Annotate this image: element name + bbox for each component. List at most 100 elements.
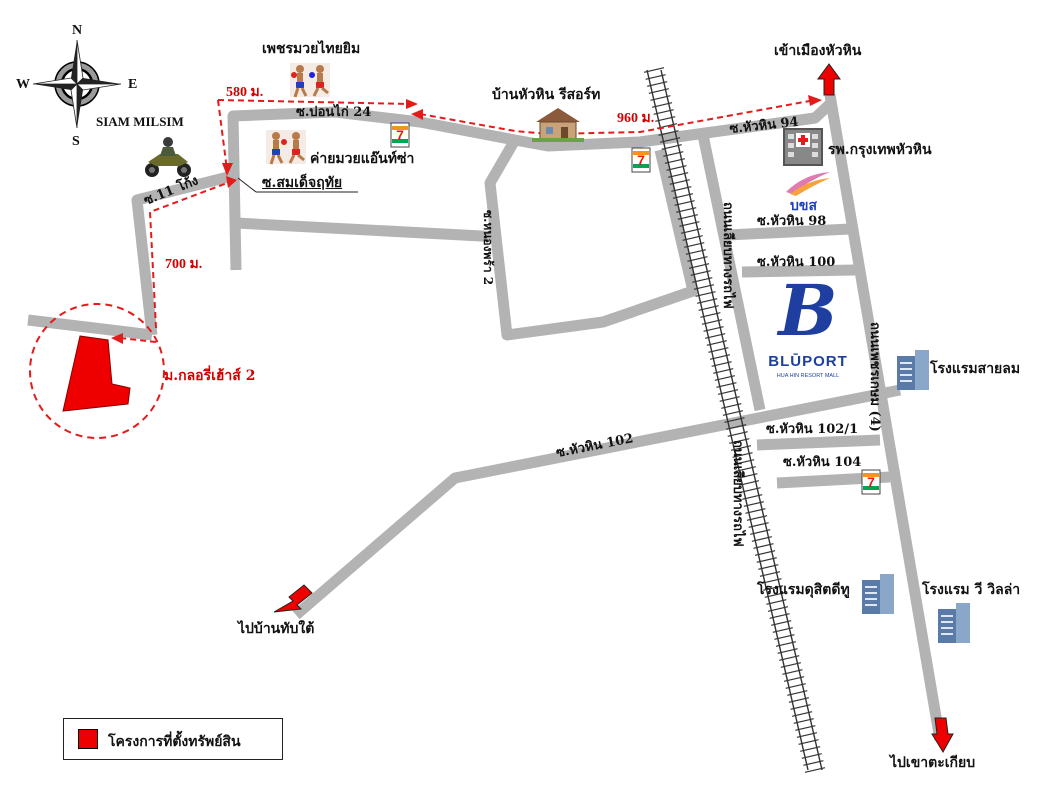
railway-tie	[745, 508, 766, 514]
compass-s: S	[72, 134, 80, 149]
railway-tie	[779, 655, 800, 661]
railway-tie	[701, 319, 723, 325]
label-soi-huahin-102: ซ.หัวหิน 102	[555, 431, 635, 461]
label-hospital: รพ.กรุงเทพหัวหิน	[828, 142, 932, 158]
railway-tie	[717, 389, 739, 395]
label-hotel-v-villa: โรงแรม วี วิลล่า	[922, 582, 1021, 598]
railway-tie	[742, 494, 763, 500]
railway-tie	[659, 137, 681, 143]
railway-tie	[682, 235, 703, 241]
road-huahin98	[727, 223, 851, 241]
label-resort: บ้านหัวหิน รีสอร์ท	[492, 87, 601, 103]
railway-tie	[795, 725, 816, 731]
railway-tie	[679, 221, 700, 227]
road-huahin100	[741, 264, 856, 278]
railway-tie	[751, 536, 773, 542]
railway-tie	[708, 347, 729, 353]
railway-tie	[680, 228, 702, 234]
railway-tie	[724, 417, 745, 423]
railway-tie	[774, 634, 795, 640]
railway-tie	[727, 431, 748, 437]
railway-tie	[672, 193, 694, 199]
railway-tie	[688, 263, 710, 269]
railway-ties	[643, 67, 826, 773]
arrow-to-ban-tap-tai	[273, 584, 313, 613]
label-soi-huahin-94: ซ.หัวหิน 94	[729, 115, 799, 137]
railway-tie	[780, 662, 801, 668]
project-plot	[62, 335, 131, 412]
railway-tie	[753, 543, 774, 549]
seven-eleven-icon-2: 7	[631, 147, 651, 173]
seven-eleven-icon-3: 7	[861, 469, 881, 495]
railway-tie	[763, 585, 784, 591]
road-nongphra-2	[484, 137, 699, 341]
railway-tie	[677, 214, 698, 220]
arrow-to-huahin	[817, 63, 841, 96]
railway-tie	[703, 326, 724, 332]
label-soi-huahin-100: ซ.หัวหิน 100	[757, 255, 836, 270]
railway-tie	[669, 179, 690, 185]
ansha-camp-icon	[266, 130, 306, 165]
compass-n: N	[72, 23, 83, 38]
label-hotel-dusit: โรงแรมดุสิตดีทู	[757, 582, 850, 598]
label-soi-huahin-98: ซ.หัวหิน 98	[757, 214, 827, 229]
label-soi-11-kong: ซ.11 โก้ง	[141, 172, 200, 209]
railway-tie	[729, 438, 750, 444]
railway-tie	[748, 522, 769, 528]
label-distance-700: 700 ม.	[165, 257, 203, 272]
railway-tie	[801, 753, 822, 759]
arrowhead-580m	[406, 99, 418, 109]
road-cross-connector	[235, 217, 501, 243]
railway-tie	[743, 501, 764, 507]
railway-tie	[769, 613, 790, 619]
railway-tie	[651, 102, 673, 108]
railway-tie	[721, 403, 742, 409]
railway-tie	[692, 277, 713, 283]
railway-tie	[661, 144, 682, 150]
railway-tie	[690, 270, 711, 276]
svg-text:7: 7	[637, 152, 645, 168]
label-distance-960: 960 ม.	[617, 111, 655, 126]
road-huahin102-1	[756, 434, 881, 451]
legend-project-label: โครงการที่ตั้งทรัพย์สิน	[108, 734, 241, 750]
label-siam-milsim: SIAM MILSIM	[96, 114, 184, 129]
railway-tie	[684, 242, 705, 248]
direction-arrows	[273, 63, 954, 753]
railway-tie	[734, 459, 755, 465]
label-hotel-sailom: โรงแรมสายลม	[930, 361, 1021, 377]
route-580m	[217, 99, 410, 105]
muay-thai-gym-icon	[290, 63, 330, 98]
label-distance-580: 580 ม.	[226, 85, 264, 100]
railway-tie	[746, 515, 768, 521]
railway-tie	[653, 109, 674, 115]
label-to-huahin: เข้าเมืองหัวหิน	[774, 43, 862, 59]
railway-tie	[791, 711, 813, 717]
arrowhead-down	[222, 163, 233, 176]
railway-tie	[666, 165, 687, 171]
railway	[646, 69, 823, 771]
railway-tie	[787, 690, 808, 696]
road-rail-side	[697, 133, 766, 412]
label-soi-huahin-104: ซ.หัวหิน 104	[783, 455, 862, 470]
label-to-khao-takiap: ไปเขาตะเกียบ	[890, 755, 976, 771]
label-soi-huahin-102-1: ซ.หัวหิน 102/1	[766, 422, 859, 437]
label-rail-road-left: ถนนเลียบทางรถไฟ	[720, 202, 737, 309]
svg-text:B: B	[776, 269, 837, 352]
railway-tie	[722, 410, 744, 416]
hotel-dusit-icon	[862, 574, 894, 614]
railway-tie	[767, 606, 789, 612]
railway-tie	[664, 158, 686, 164]
hotel-v-villa-icon	[938, 603, 970, 643]
railway-tie	[674, 200, 695, 206]
resort-house-icon	[532, 108, 584, 142]
compass-rose	[32, 39, 122, 129]
seven-eleven-icon-1: 7	[390, 122, 410, 148]
label-soi-bonkai-24: ซ.บ่อนไก่ 24	[296, 105, 372, 120]
railway-tie	[804, 767, 826, 773]
railway-tie	[735, 466, 756, 472]
route-arrowheads	[111, 95, 822, 344]
railway-tie	[648, 88, 669, 94]
railway-tie	[738, 480, 760, 486]
railway-tie	[777, 648, 798, 654]
hotel-sailom-icon	[897, 350, 929, 390]
